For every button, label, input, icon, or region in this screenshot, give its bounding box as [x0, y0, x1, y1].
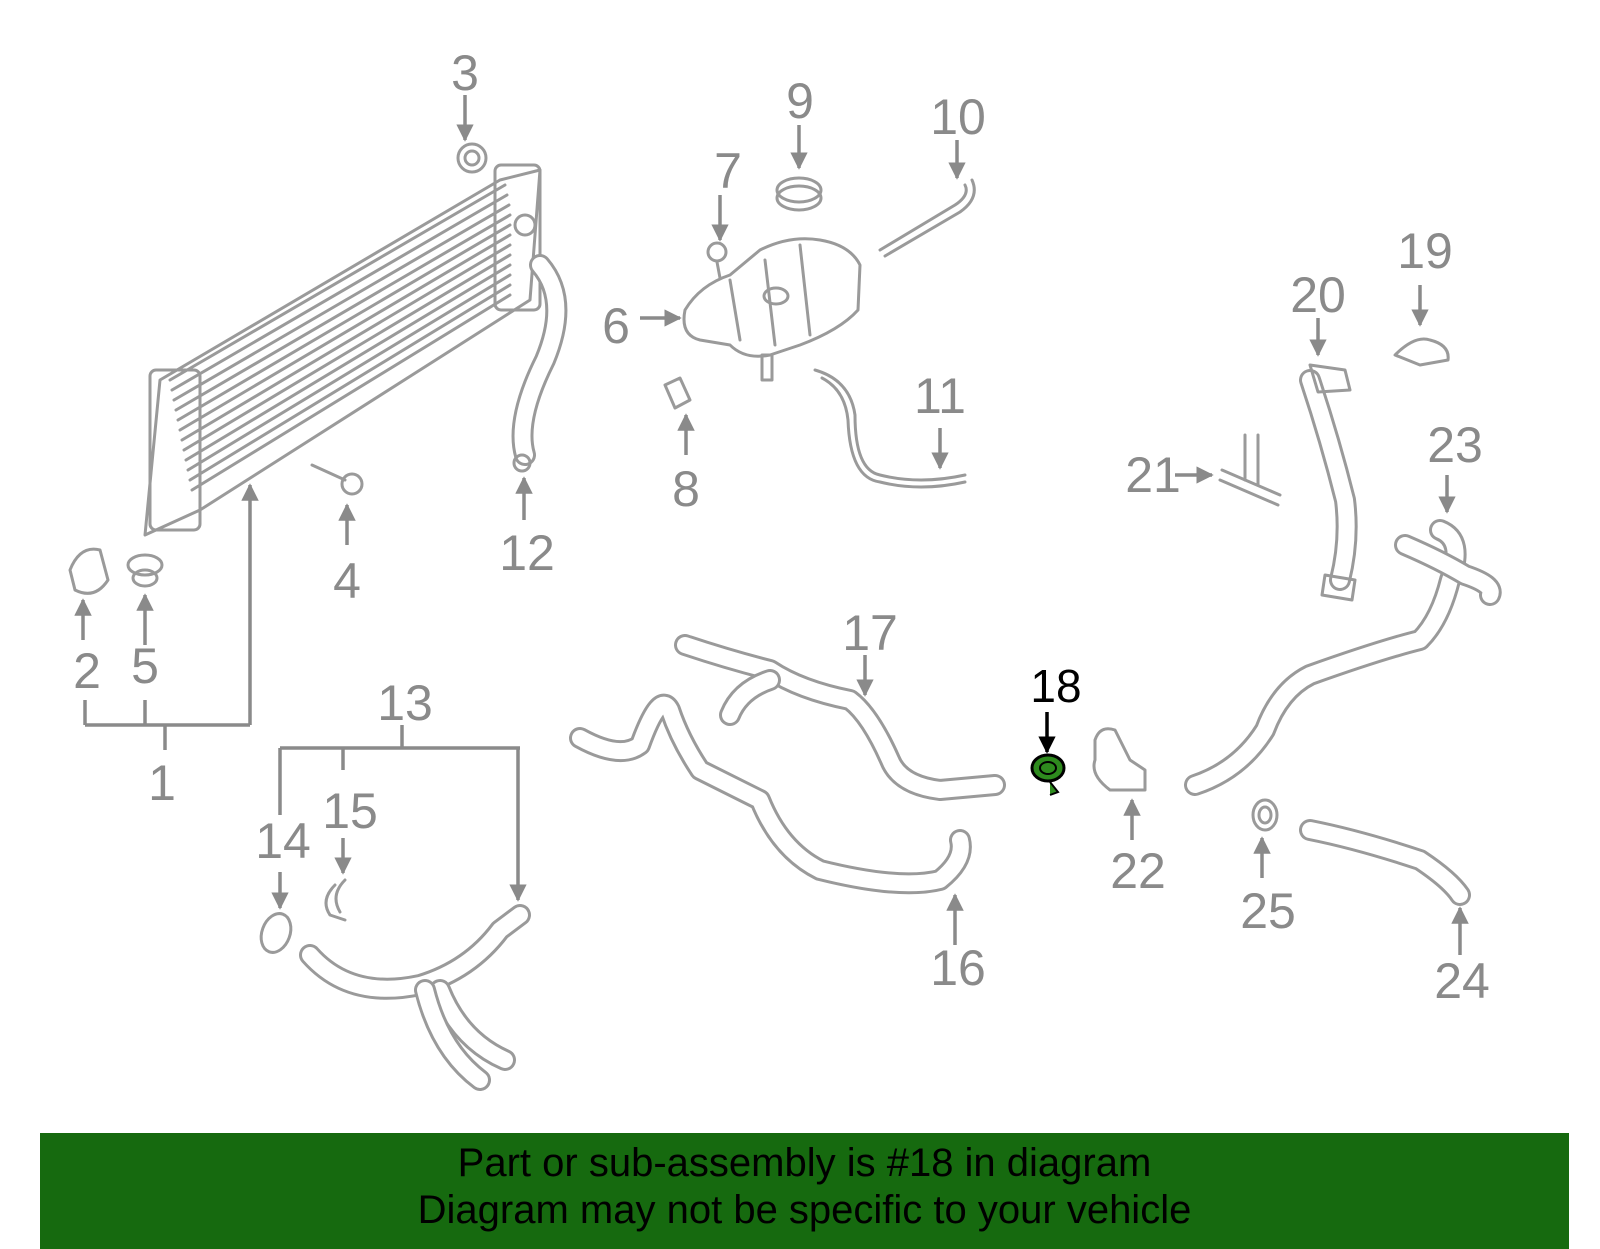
hose-part-16	[569, 693, 972, 945]
highlighted-clamp-part-18	[1030, 712, 1066, 796]
hose-part-23	[1184, 475, 1502, 796]
bolt-part-4	[310, 463, 364, 545]
info-banner: Part or sub-assembly is #18 in diagram D…	[40, 1133, 1569, 1249]
callout-22: 22	[1110, 843, 1166, 899]
callout-12: 12	[499, 525, 555, 581]
callout-4: 4	[333, 553, 361, 609]
lower-hose-assembly-part-13	[278, 725, 531, 1091]
callout-13: 13	[377, 675, 433, 731]
callout-2: 2	[73, 643, 101, 699]
overflow-hose-part-11	[813, 368, 967, 489]
callout-17: 17	[842, 605, 898, 661]
callout-20: 20	[1290, 267, 1346, 323]
upper-hose-part-12	[511, 254, 568, 520]
callout-15: 15	[322, 783, 378, 839]
upper-insulator-part	[456, 95, 488, 174]
callout-25: 25	[1240, 883, 1296, 939]
callout-19: 19	[1397, 223, 1453, 279]
radiator-part	[83, 163, 542, 750]
coolant-reservoir-part	[640, 237, 862, 382]
fitting-part-22	[1092, 727, 1147, 840]
clamp-part-25	[1251, 798, 1279, 878]
callout-11: 11	[914, 368, 966, 424]
callout-6: 6	[602, 298, 630, 354]
hose-part-24	[1299, 819, 1471, 955]
drain-plug-part	[68, 547, 110, 640]
callout-16: 16	[930, 940, 986, 996]
callout-23: 23	[1427, 417, 1483, 473]
banner-disclaimer: Diagram may not be specific to your vehi…	[417, 1188, 1192, 1232]
hose-part-17	[674, 634, 1006, 801]
callout-7: 7	[714, 143, 742, 199]
callout-21: 21	[1125, 447, 1181, 503]
hose-part-20	[1299, 318, 1358, 602]
callout-10: 10	[930, 89, 986, 145]
callout-3: 3	[451, 45, 479, 101]
connector-part-21	[1175, 433, 1282, 507]
reservoir-cap-part	[775, 125, 823, 212]
radiator-insulator-part	[126, 553, 164, 645]
clip-part-8	[663, 376, 695, 455]
callout-1: 1	[148, 755, 176, 811]
clip-part-15	[324, 838, 352, 922]
bracket-part-19	[1393, 285, 1450, 367]
bolt-part-7	[706, 195, 729, 280]
callout-9: 9	[786, 73, 814, 129]
callout-14: 14	[255, 813, 311, 869]
callout-5: 5	[131, 638, 159, 694]
o-ring-part-14	[259, 872, 293, 954]
callout-24: 24	[1434, 953, 1490, 1009]
vent-hose-part-10	[878, 140, 976, 258]
callout-18-active: 18	[1030, 660, 1081, 712]
callout-8: 8	[672, 461, 700, 517]
banner-part-info: Part or sub-assembly is #18 in diagram	[457, 1141, 1152, 1185]
